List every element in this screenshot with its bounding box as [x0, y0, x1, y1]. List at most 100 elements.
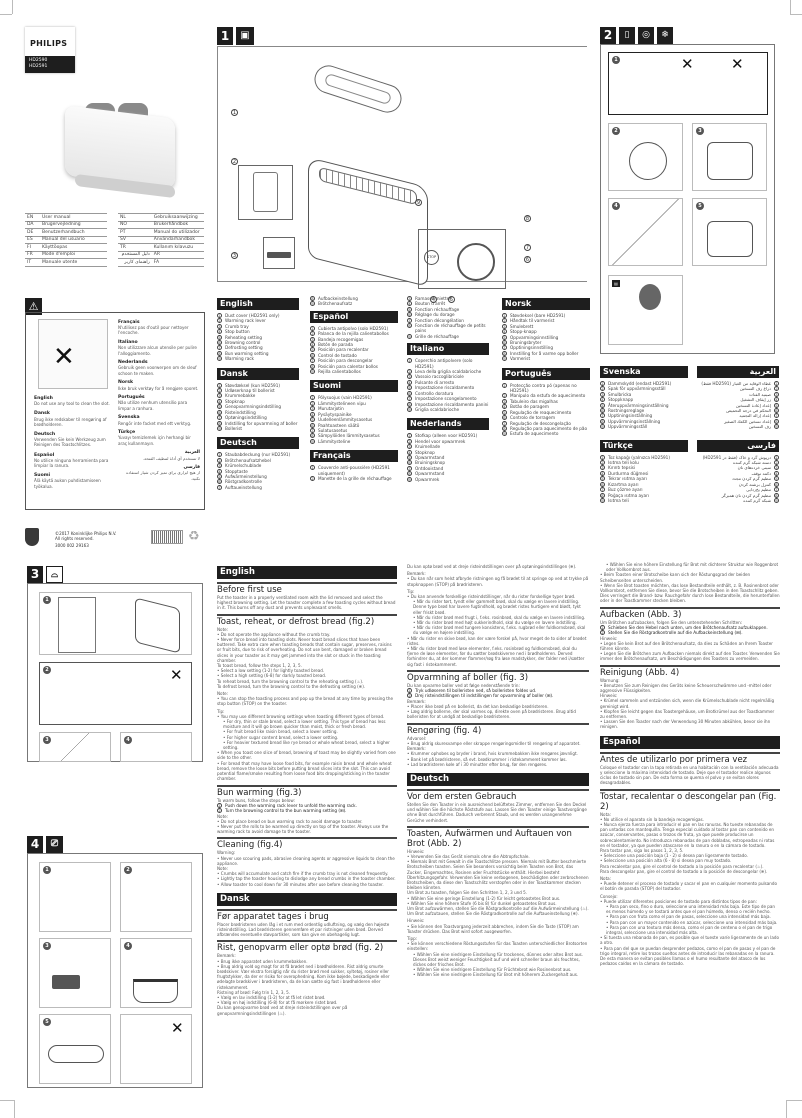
crop-mark [14, 1100, 15, 1118]
crop-mark [12, 0, 13, 14]
callout-2: 2 [231, 158, 238, 165]
language-heading: Svenska [600, 366, 688, 378]
section-title: Before first use [217, 582, 397, 595]
callout-3: 3 [231, 252, 238, 259]
philips-logo-block: PHILIPS HD2590 HD2591 [25, 27, 75, 73]
section-title: Tostar, recalentar o descongelar pan (Fi… [600, 788, 780, 812]
language-heading: Italiano [407, 343, 489, 356]
reheat-icon: ◎ [638, 27, 654, 44]
language-heading: Português [502, 367, 590, 380]
step-5-panel: 5 [692, 198, 767, 266]
language-heading: Dansk [217, 892, 397, 906]
slot-cleaning-illustration: ✕ [38, 319, 108, 389]
callout-9: 9 [415, 199, 422, 206]
step-5-panel: 5 [39, 1014, 111, 1084]
step-4-panel: 4 [608, 198, 683, 266]
footer-block: ©2017 Koninklijke Philips N.V. All right… [25, 528, 205, 558]
bread-icon: ▯ [619, 27, 635, 44]
language-heading: English [217, 566, 397, 579]
recycle-icon: ♻ [188, 529, 200, 544]
figure-1: 1 ▣ STOP 1 2 3 4 5 6 7 8 9 [217, 27, 587, 303]
figure-number: 2 [600, 27, 616, 44]
step-2-panel: 2 ✕ [39, 662, 192, 725]
figure-number: 4 [27, 836, 43, 853]
section-title: Reinigung (Abb. 4) [600, 664, 780, 678]
language-heading: Español [600, 735, 780, 749]
callout-4: 4 [430, 296, 437, 303]
callout-1: 1 [231, 109, 238, 116]
prohibited-cross-icon: ✕ [731, 55, 744, 73]
stop-button: STOP [424, 250, 439, 265]
brand-name: PHILIPS [25, 27, 75, 56]
prohibited-cross-icon: ✕ [53, 342, 75, 372]
model-number: HD2591 [29, 64, 48, 69]
toaster-drawing [308, 157, 428, 287]
section-title: Vor dem ersten Gebrauch [407, 788, 589, 802]
callout-6: 6 [524, 256, 531, 263]
section-title: Cleaning (fig.4) [217, 837, 397, 850]
crop-mark [786, 1100, 802, 1101]
step-4-panel: 4 [120, 938, 192, 1008]
figure-4: 4 ⎚ 1 2 3 4 5 ✕ [27, 836, 203, 1088]
language-heading: Norsk [502, 298, 590, 310]
crop-mark [0, 1100, 14, 1101]
language-heading: Español [310, 310, 398, 323]
paragraph: Put the toaster in a properly ventilated… [217, 595, 396, 611]
language-heading: Français [310, 450, 398, 463]
step-4-panel: 4 [120, 732, 192, 762]
figure-3: 3 ⌓ 1 2 ✕ 3 4 [27, 566, 203, 762]
section-title: Opvarmning af boller (fig. 3) [407, 669, 589, 683]
callout-5: 5 [448, 296, 455, 303]
stop-icon: ▤ [612, 280, 620, 287]
language-heading: Deutsch [407, 772, 589, 786]
copyright-text: ©2017 Koninklijke Philips N.V. [55, 531, 117, 536]
language-heading: Suomi [310, 380, 398, 393]
prohibited-cross-icon: ✕ [170, 666, 183, 684]
section-title: Toast, reheat, or defrost bread (fig.2) [217, 613, 397, 627]
bun-warming-icon: ⌓ [46, 566, 63, 583]
browning-dial [629, 142, 667, 180]
product-overview-icon: ▣ [236, 27, 254, 45]
recycling-label-icon [151, 530, 183, 544]
language-heading: Türkçe [600, 439, 688, 452]
browning-dial [457, 243, 495, 281]
section-title: Bun warming (fig.3) [217, 784, 397, 798]
step-1-panel: 1 [39, 862, 111, 932]
crumb-tray-inset [263, 237, 295, 269]
english-section: English Before first use Put the toaster… [217, 566, 397, 1016]
prohibited-cross-icon: ✕ [681, 55, 694, 73]
toaster-photo [60, 100, 180, 200]
section-title: Rengøring (fig. 4) [407, 722, 589, 736]
dust-cover-drawing [310, 61, 406, 117]
deutsch-espanol-section: • Wählen Sie eine höhere Einstellung für… [600, 562, 780, 967]
step-2-panel: 2 [608, 123, 683, 191]
figure-number: 1 [217, 27, 233, 45]
step-3-panel: 3 [692, 123, 767, 191]
